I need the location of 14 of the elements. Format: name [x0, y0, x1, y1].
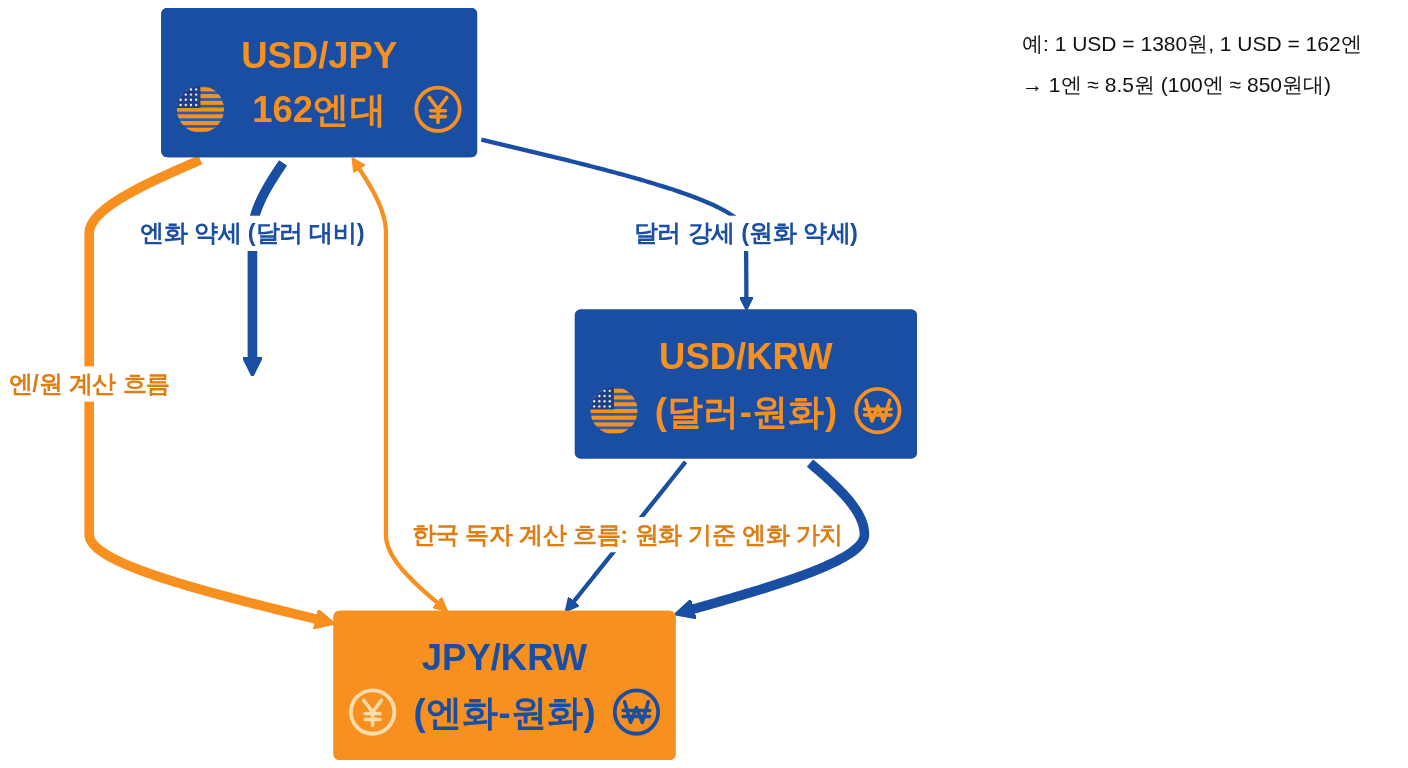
node-subheading: 162엔대 [252, 89, 387, 130]
arrow [351, 157, 449, 613]
node-subheading: (달러-원화) [654, 390, 838, 432]
node-heading: USD/KRW [659, 335, 833, 377]
note-text: 예: 1 USD = 1380원, 1 USD = 162엔 [1022, 31, 1362, 57]
note-text: → 1엔 ≈ 8.5원 (100엔 ≈ 850원대) [1022, 72, 1331, 99]
edge-label: 엔화 약세 (달러 대비) [140, 215, 365, 251]
node-subheading: (엔화-원화) [413, 691, 596, 733]
edge-label: 한국 독자 계산 흐름: 원화 기준 엔화 가치 [411, 517, 843, 553]
node-heading: JPY/KRW [421, 637, 588, 678]
arrow [673, 459, 870, 620]
edge-label: 달러 강세 (원화 약세) [633, 215, 858, 251]
node-heading: USD/JPY [241, 34, 398, 76]
edge-label: 엔/원 계산 흐름 [8, 366, 170, 402]
